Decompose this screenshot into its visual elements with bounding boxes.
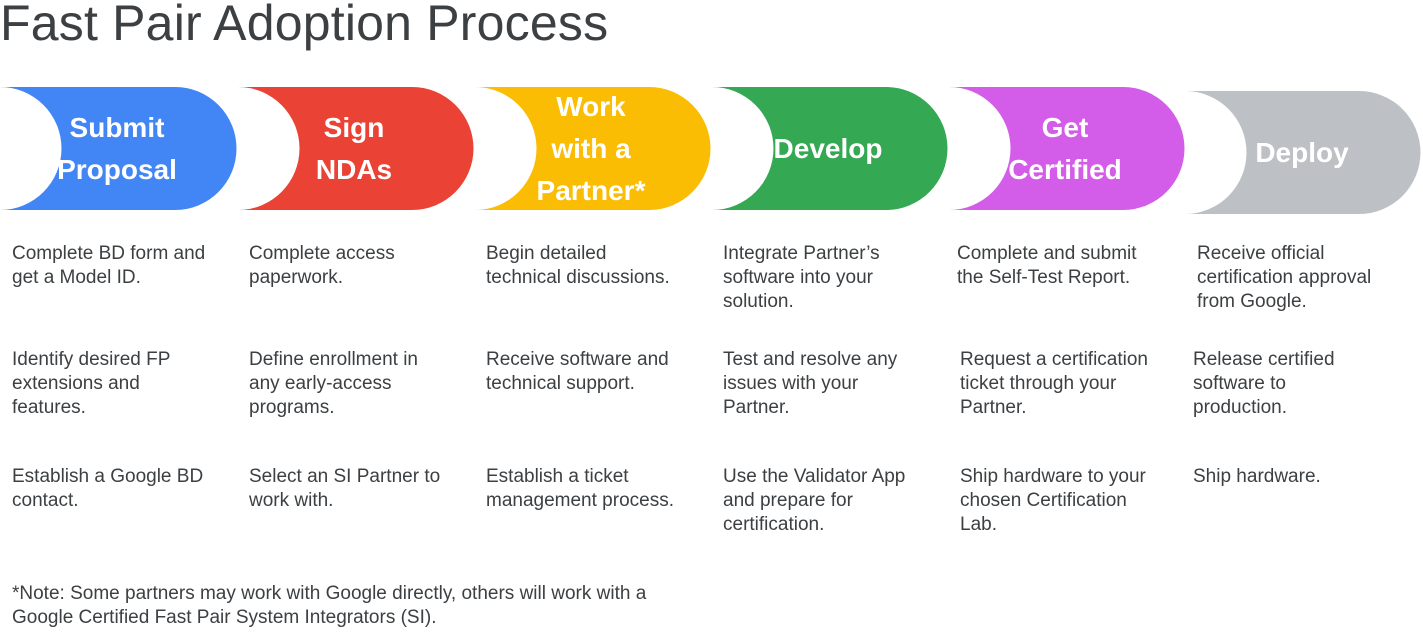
- stage-label-line: Proposal: [57, 153, 177, 185]
- step-line: paperwork.: [249, 267, 343, 288]
- step-line: Complete access: [249, 243, 395, 264]
- step-line: Establish a ticket: [486, 466, 629, 487]
- stage-label-submit: Submit Proposal: [32, 87, 202, 210]
- step-line: any early-access: [249, 373, 392, 394]
- stage-label-line: Work: [556, 90, 626, 122]
- stage-chevron-deploy: [1185, 91, 1421, 214]
- step-description: Request a certification ticket through y…: [960, 348, 1148, 420]
- step-description: Identify desired FP extensions and featu…: [12, 348, 170, 420]
- process-chevrons: Submit Proposal Sign NDAs Work with a Pa…: [0, 84, 1423, 218]
- step-line: Complete and submit: [957, 243, 1137, 264]
- stage-label-sign: Sign NDAs: [269, 87, 439, 210]
- step-description: Receive software and technical support.: [486, 348, 669, 396]
- step-line: Select an SI Partner to: [249, 466, 441, 487]
- stage-label-line: Get: [1041, 111, 1089, 143]
- footnote: *Note: Some partners may work with Googl…: [12, 582, 646, 630]
- step-description: Complete access paperwork.: [249, 242, 395, 290]
- stage-label-line: Deploy: [1255, 136, 1349, 168]
- step-line: get a Model ID.: [12, 267, 141, 288]
- step-description: Establish a Google BD contact.: [12, 465, 203, 513]
- step-line: work with.: [249, 490, 334, 511]
- stage-chevron-submit: [0, 87, 237, 210]
- step-line: features.: [12, 397, 86, 418]
- step-description: Begin detailed technical discussions.: [486, 242, 670, 290]
- step-description: Establish a ticket management process.: [486, 465, 674, 513]
- step-description: Integrate Partner’s software into your s…: [723, 242, 880, 314]
- step-description: Use the Validator App and prepare for ce…: [723, 465, 905, 537]
- step-line: certification.: [723, 514, 825, 535]
- step-line: Begin detailed: [486, 243, 607, 264]
- stage-label-line: NDAs: [315, 153, 393, 185]
- page-title: Fast Pair Adoption Process: [0, 0, 609, 51]
- step-line: software to: [1193, 373, 1286, 394]
- step-line: Partner.: [723, 397, 790, 418]
- step-line: extensions and: [12, 373, 140, 394]
- stage-label-line: Partner*: [536, 174, 646, 206]
- stage-label-line: Certified: [1008, 153, 1122, 185]
- step-description: Release certified software to production…: [1193, 348, 1335, 420]
- stage-chevron-sign: [238, 87, 474, 210]
- step-description: Select an SI Partner to work with.: [249, 465, 440, 513]
- footnote-line: Google Certified Fast Pair System Integr…: [12, 607, 437, 628]
- step-description: Ship hardware to your chosen Certificati…: [960, 465, 1146, 537]
- step-line: Test and resolve any: [723, 349, 898, 370]
- footnote-line: *Note: Some partners may work with Googl…: [12, 583, 647, 604]
- step-description: Receive official certification approval …: [1197, 242, 1371, 314]
- stage-label-line: with a: [551, 132, 631, 164]
- step-line: programs.: [249, 397, 335, 418]
- step-line: management process.: [486, 490, 674, 511]
- step-description: Test and resolve any issues with your Pa…: [723, 348, 897, 420]
- step-line: Lab.: [960, 514, 997, 535]
- step-line: technical support.: [486, 373, 635, 394]
- step-line: Receive software and: [486, 349, 669, 370]
- stage-chevron-develop: [712, 87, 948, 210]
- stage-label-develop: Develop: [743, 87, 913, 210]
- step-line: Request a certification: [960, 349, 1148, 370]
- step-line: Identify desired FP: [12, 349, 171, 370]
- step-line: Ship hardware.: [1193, 466, 1321, 487]
- step-description: Define enrollment in any early-access pr…: [249, 348, 418, 420]
- step-line: software into your: [723, 267, 873, 288]
- step-line: ticket through your: [960, 373, 1117, 394]
- step-line: Ship hardware to your: [960, 466, 1146, 487]
- step-line: issues with your: [723, 373, 859, 394]
- step-line: the Self-Test Report.: [957, 267, 1131, 288]
- stage-label-partner: Work with a Partner*: [506, 87, 676, 210]
- step-line: Release certified: [1193, 349, 1335, 370]
- stage-chevron-partner: [475, 87, 711, 210]
- step-description: Complete and submit the Self-Test Report…: [957, 242, 1137, 290]
- stage-label-deploy: Deploy: [1217, 91, 1387, 214]
- stage-label-line: Submit: [69, 111, 165, 143]
- step-line: production.: [1193, 397, 1288, 418]
- step-line: Integrate Partner’s: [723, 243, 880, 264]
- step-line: certification approval: [1197, 267, 1372, 288]
- step-line: Define enrollment in: [249, 349, 418, 370]
- step-line: Use the Validator App: [723, 466, 906, 487]
- step-line: Complete BD form and: [12, 243, 206, 264]
- step-line: chosen Certification: [960, 490, 1127, 511]
- step-line: Establish a Google BD: [12, 466, 204, 487]
- stage-chevron-certified: [949, 87, 1185, 210]
- stage-label-certified: Get Certified: [980, 87, 1150, 210]
- chevron-shapes: [0, 87, 1421, 214]
- step-line: technical discussions.: [486, 267, 670, 288]
- step-description: Ship hardware.: [1193, 465, 1321, 489]
- step-line: and prepare for: [723, 490, 853, 511]
- step-line: Partner.: [960, 397, 1027, 418]
- step-line: contact.: [12, 490, 79, 511]
- step-line: solution.: [723, 291, 794, 312]
- stage-label-line: Sign: [323, 111, 385, 143]
- step-line: Receive official: [1197, 243, 1325, 264]
- stage-label-line: Develop: [773, 132, 883, 164]
- step-description: Complete BD form and get a Model ID.: [12, 242, 205, 290]
- step-line: from Google.: [1197, 291, 1307, 312]
